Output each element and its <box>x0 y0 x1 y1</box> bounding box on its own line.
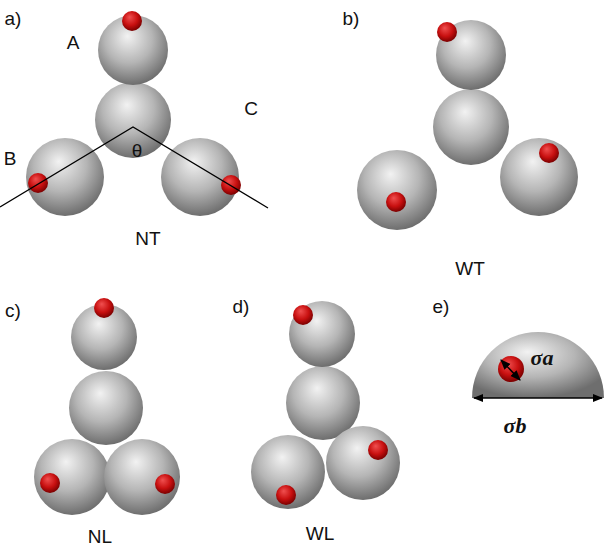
patch <box>122 11 142 31</box>
patch <box>221 175 241 195</box>
patch <box>293 305 313 325</box>
nl-particle <box>34 298 180 515</box>
patch <box>386 192 406 212</box>
central-sphere <box>433 89 509 165</box>
central-sphere <box>69 371 143 445</box>
arm-sphere <box>26 138 104 216</box>
panel-letter: a) <box>5 9 22 28</box>
patch <box>155 474 175 494</box>
patch <box>498 356 524 382</box>
arm-label: C <box>244 99 258 118</box>
patch <box>539 143 559 163</box>
angle-label: θ <box>132 141 143 160</box>
panel-letter: c) <box>5 301 21 320</box>
arm-sphere <box>251 435 325 509</box>
config-name: WL <box>306 524 335 543</box>
arm-sphere <box>34 439 110 515</box>
config-name: NT <box>135 229 160 248</box>
arm-sphere <box>500 138 578 216</box>
wt-particle <box>357 20 578 230</box>
patch <box>28 173 48 193</box>
arm-sphere <box>357 150 437 230</box>
arm-label: A <box>67 33 80 52</box>
dimension-arrow <box>501 360 520 380</box>
panel-letter: e) <box>433 297 450 316</box>
dimension-arrow <box>474 397 602 399</box>
config-name: WT <box>455 259 485 278</box>
arm-sphere <box>104 439 180 515</box>
patch <box>40 473 60 493</box>
arm-sphere <box>289 301 355 367</box>
arm-sphere <box>326 426 400 500</box>
dimension-label: σb <box>504 415 527 437</box>
panel-letter: d) <box>233 297 250 316</box>
angle-lines <box>0 127 268 208</box>
patch <box>368 440 388 460</box>
arm-label: B <box>4 149 17 168</box>
arm-sphere <box>436 20 506 90</box>
half-sphere <box>472 332 604 398</box>
patch <box>437 22 457 42</box>
dimension-label: σa <box>531 347 554 369</box>
nt-particle <box>0 11 268 216</box>
patch <box>94 298 114 318</box>
size-sketch <box>472 332 604 398</box>
config-name: NL <box>88 527 112 546</box>
patch <box>276 485 296 505</box>
wl-particle <box>251 301 400 509</box>
panel-letter: b) <box>343 9 360 28</box>
